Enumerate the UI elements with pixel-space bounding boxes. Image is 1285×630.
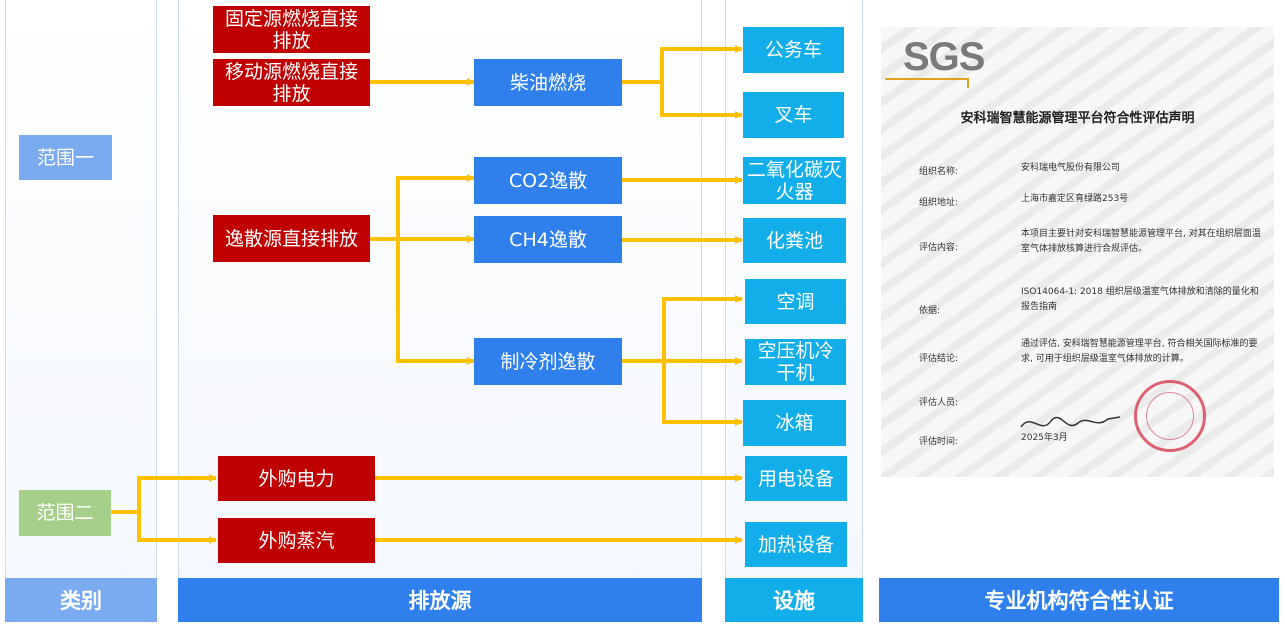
cert-value-address: 上海市嘉定区育绿路253号 [1021,194,1129,204]
facility-compressor-dryer: 空压机冷干机 [745,339,846,385]
cert-label-basis: 依据: [919,306,941,316]
source-purchased-steam: 外购蒸汽 [218,518,375,563]
certificate-title: 安科瑞智慧能源管理平台符合性评估声明 [960,111,1195,126]
cert-value-basis: ISO14064-1: 2018 组织层级温室气体排放和清除的量化和报告指南 [1021,287,1259,312]
signature-scribble [1020,416,1121,428]
facility-co2-extinguisher: 二氧化碳灭火器 [743,157,846,204]
footer-facility: 设施 [725,578,863,622]
facility-power-equipment: 用电设备 [745,456,847,501]
footer-category: 类别 [5,578,157,622]
cert-value-conclusion: 通过评估, 安科瑞智慧能源管理平台, 符合相关国际标准的要求, 可用于组织层级温… [1021,339,1258,364]
facility-official-car: 公务车 [743,27,844,73]
cert-label-date: 评估时间: [919,437,959,447]
source-purchased-electricity: 外购电力 [218,456,375,501]
facility-septic-tank: 化粪池 [743,218,846,263]
cert-label-org-name: 组织名称: [919,167,959,177]
scope2-box: 范围二 [19,490,111,536]
source-fugitive: 逸散源直接排放 [213,215,370,262]
process-co2-fugitive: CO2逸散 [474,157,622,204]
red-seal-stamp [1134,380,1206,452]
logo-underline-tick [967,78,969,88]
facility-refrigerator: 冰箱 [743,400,846,446]
cert-value-date: 2025年3月 [1021,433,1068,443]
source-fixed-combustion: 固定源燃烧直接排放 [213,6,370,53]
process-refrigerant-fugitive: 制冷剂逸散 [474,338,622,385]
facility-air-conditioner: 空调 [745,279,846,324]
logo-underline [885,78,969,80]
cert-label-content: 评估内容: [919,243,959,253]
footer-source: 排放源 [178,578,702,622]
cert-label-address: 组织地址: [919,198,959,208]
source-mobile-combustion: 移动源燃烧直接排放 [213,59,370,106]
certificate-watermark [881,27,1274,477]
process-diesel-combustion: 柴油燃烧 [474,59,622,106]
cert-label-conclusion: 评估结论: [919,354,959,364]
footer-certification: 专业机构符合性认证 [879,578,1279,622]
scope1-box: 范围一 [19,135,112,180]
cert-value-org-name: 安科瑞电气股份有限公司 [1021,163,1121,173]
cert-label-assessor: 评估人员: [919,398,959,408]
cert-value-content: 本项目主要针对安科瑞智慧能源管理平台, 对其在组织层面温室气体排放核算进行合规评… [1021,229,1261,254]
sgs-logo: SGS [903,35,985,79]
facility-heating-equipment: 加热设备 [745,522,847,567]
facility-forklift: 叉车 [743,92,844,138]
process-ch4-fugitive: CH4逸散 [474,216,622,263]
sgs-certificate: SGS 安科瑞智慧能源管理平台符合性评估声明 组织名称: 安科瑞电气股份有限公司… [881,27,1274,477]
